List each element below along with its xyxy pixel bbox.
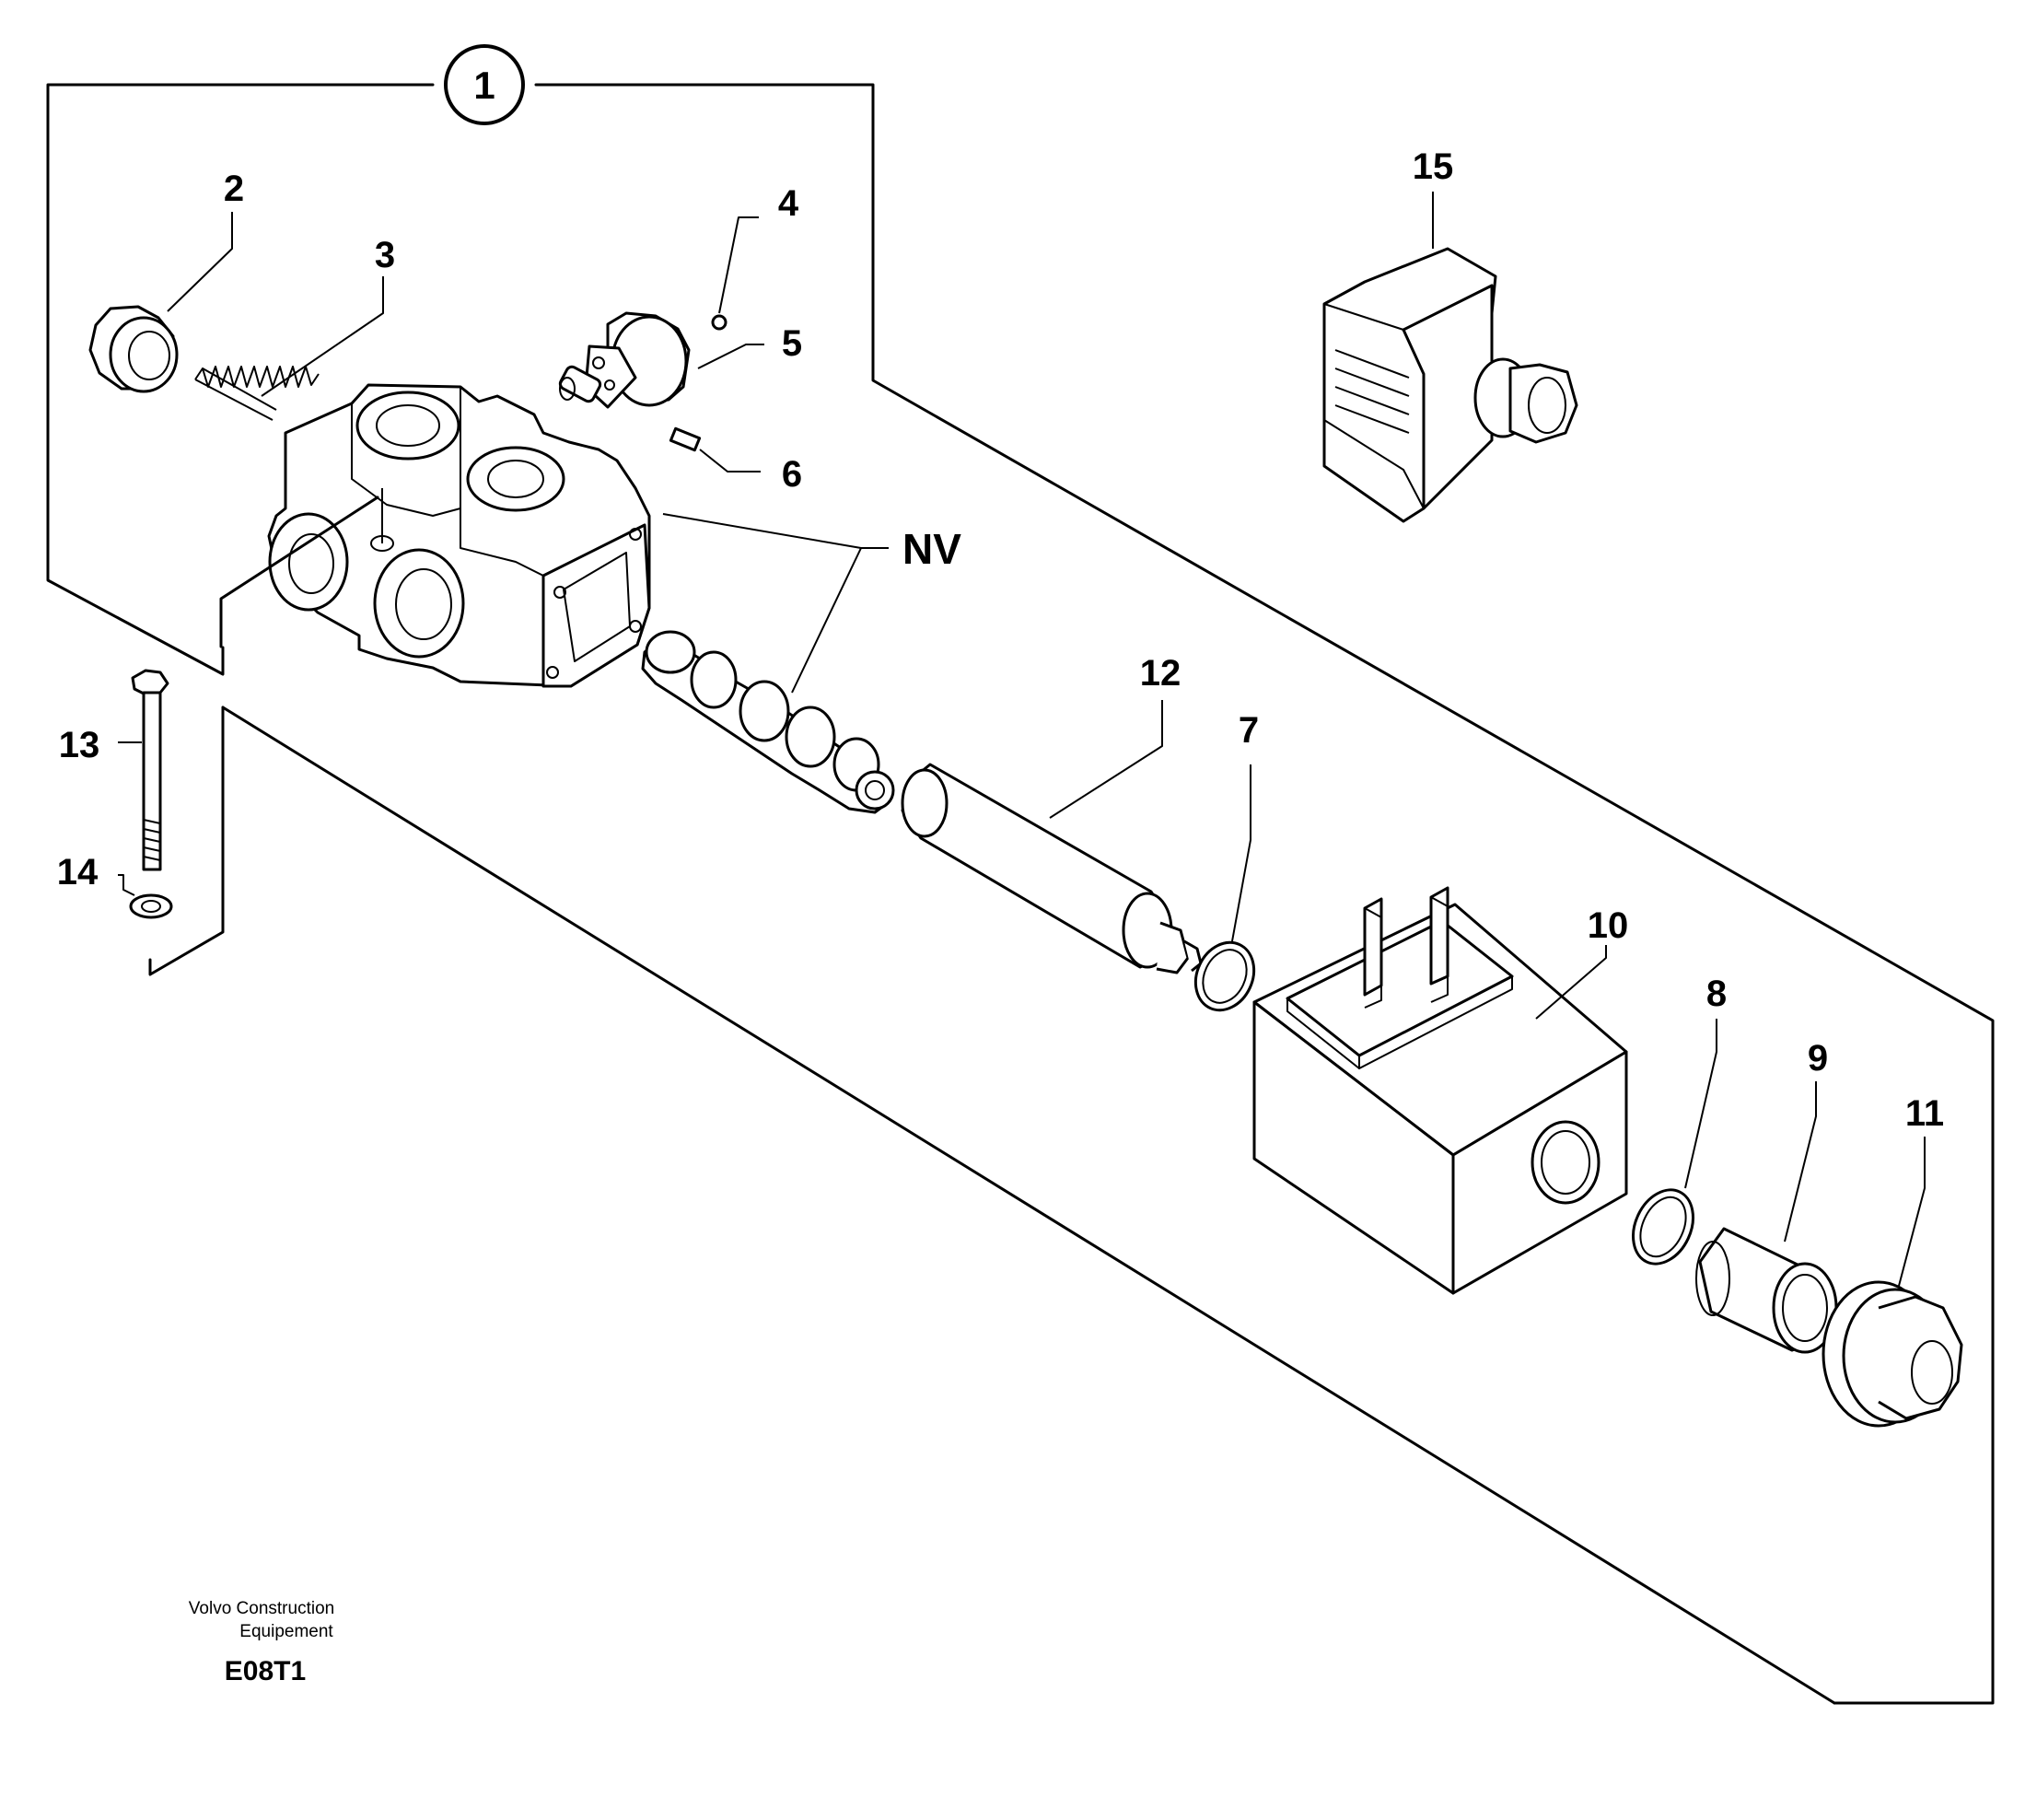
solenoid-coil-part: [1252, 886, 1628, 1295]
leader-11: [1898, 1137, 1926, 1287]
assembly-outline: [46, 83, 435, 676]
leader-8: [1684, 1019, 1717, 1189]
label-14: 14: [57, 852, 99, 892]
footer-drawing-code: E08T1: [225, 1656, 306, 1686]
valve-body-part: [267, 383, 651, 688]
label-5: 5: [782, 323, 802, 364]
cap-nut-part: [88, 305, 179, 393]
leader-9: [1784, 1081, 1817, 1242]
leader-14: [118, 874, 135, 896]
washer-part: [129, 893, 173, 919]
label-2: 2: [224, 169, 244, 209]
sleeve-tube-part: [901, 763, 1203, 974]
label-10: 10: [1588, 905, 1629, 946]
leader-7: [1231, 764, 1251, 942]
leader-5: [697, 344, 764, 369]
assembly-outline-right: [534, 83, 1995, 1705]
label-11: 11: [1905, 1093, 1944, 1134]
bushing-part: [1695, 1227, 1838, 1354]
label-12: 12: [1140, 653, 1181, 694]
assembly-outline-left-lower: [148, 706, 225, 976]
leader-2: [167, 212, 233, 312]
label-nv: NV: [902, 525, 961, 573]
leader-nv-body: [662, 513, 889, 549]
label-9: 9: [1808, 1038, 1828, 1079]
pin-part: [669, 426, 702, 452]
o-ring-8-part: [1632, 1188, 1694, 1266]
label-3: 3: [375, 235, 395, 275]
label-13: 13: [59, 725, 100, 765]
leader-10: [1535, 945, 1607, 1020]
label-8: 8: [1706, 974, 1727, 1014]
footer-company-line1: Volvo Construction: [189, 1599, 334, 1618]
o-ring-7-part: [1193, 940, 1256, 1012]
ball-part: [711, 314, 728, 331]
end-nut-part: [1822, 1280, 1963, 1428]
leader-12: [1049, 700, 1163, 819]
spool-part: [641, 630, 895, 814]
leader-6: [699, 449, 761, 472]
bolt-part: [131, 669, 169, 871]
plug-connector-part: [1322, 247, 1578, 523]
spring-part: [194, 366, 320, 421]
leader-4: [718, 216, 759, 314]
label-6: 6: [782, 454, 802, 495]
item-1-callout: 1: [444, 44, 525, 125]
footer-company-line2: Equipement: [239, 1622, 333, 1641]
label-1: 1: [473, 64, 495, 107]
leader-nv-spool: [791, 547, 862, 694]
leader-3: [261, 276, 384, 397]
label-7: 7: [1239, 710, 1259, 751]
assembly-outline-bottom: [221, 706, 1836, 1705]
label-15: 15: [1413, 146, 1454, 187]
relief-valve-part: [558, 311, 691, 409]
label-4: 4: [778, 183, 799, 224]
leader-body-bolt: [219, 496, 379, 648]
